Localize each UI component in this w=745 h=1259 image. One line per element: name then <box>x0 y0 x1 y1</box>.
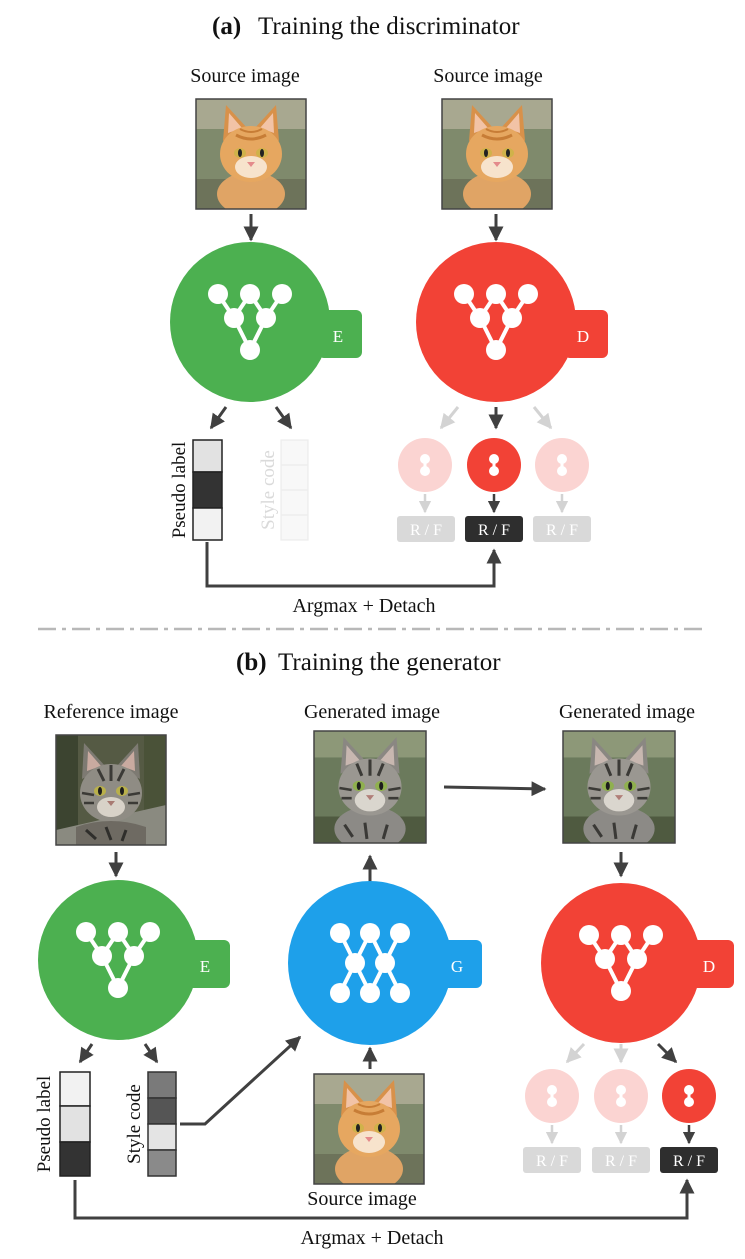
generated-image-2 <box>562 730 676 844</box>
arrow-a-to-style-code <box>274 406 293 430</box>
rf-box-b-left: R / F <box>523 1147 581 1173</box>
generator-badge: G <box>451 957 463 976</box>
arrow-a-to-pseudo-label <box>209 406 228 430</box>
encoder-b-badge: E <box>200 957 210 976</box>
reference-image <box>55 734 167 846</box>
panel-a: (a) Training the discriminator Source im… <box>169 13 608 617</box>
discriminator-b-tab <box>690 940 734 988</box>
style-code-vector-b <box>147 1071 177 1177</box>
arrow-b-gen-to-gen <box>443 781 547 797</box>
head-b-left-faded <box>525 1069 579 1123</box>
svg-text:R / F: R / F <box>478 522 510 539</box>
generator-b: G <box>288 881 482 1045</box>
panel-b-letter: (b) <box>236 649 267 676</box>
arrow-b-to-pseudo-label <box>78 1043 94 1064</box>
arrow-a-head-right <box>532 406 553 430</box>
rf-box-b-center: R / F <box>592 1147 650 1173</box>
svg-text:R / F: R / F <box>536 1153 568 1170</box>
svg-text:R / F: R / F <box>673 1153 705 1170</box>
pseudo-label-vector-a <box>192 439 223 541</box>
arrow-b-style-to-generator <box>180 1035 302 1126</box>
arrow-b-argmax-detach <box>73 1178 695 1220</box>
reference-image-label: Reference image <box>44 701 179 723</box>
style-code-text-a: Style code <box>258 450 279 530</box>
rf-box-a-left: R / F <box>397 516 455 542</box>
rf-box-a-right: R / F <box>533 516 591 542</box>
arrow-b-to-style-code <box>143 1043 159 1064</box>
pseudo-label-vector-b <box>59 1071 91 1177</box>
arrow-b-head-right <box>656 1042 678 1064</box>
svg-text:R / F: R / F <box>605 1153 637 1170</box>
encoder-b: E <box>38 880 230 1040</box>
generated-image-label-2: Generated image <box>559 701 695 723</box>
panel-a-title: Training the discriminator <box>258 13 520 40</box>
generated-image-label-1: Generated image <box>304 701 440 723</box>
rf-box-a-center: R / F <box>465 516 523 542</box>
argmax-detach-label-a: Argmax + Detach <box>292 595 435 617</box>
style-code-vector-a-faded <box>280 439 309 541</box>
source-image-a2 <box>441 98 553 210</box>
pseudo-label-text-b: Pseudo label <box>34 1076 55 1173</box>
encoder-input-label: Source image <box>190 65 300 87</box>
pseudo-label-text-a: Pseudo label <box>169 442 190 539</box>
arrow-a-head-left <box>439 406 460 430</box>
svg-text:R / F: R / F <box>410 522 442 539</box>
discriminator-a-badge: D <box>577 327 589 346</box>
head-a-center-active <box>467 438 521 492</box>
svg-text:R / F: R / F <box>546 522 578 539</box>
panel-b: (b) Training the generator Reference ima… <box>34 649 734 1249</box>
rf-box-b-right: R / F <box>660 1147 718 1173</box>
discriminator-a: D <box>416 242 608 402</box>
arrow-a-argmax-detach <box>205 542 502 588</box>
discriminator-input-label: Source image <box>433 65 543 87</box>
encoder-a-badge: E <box>333 327 343 346</box>
head-a-left-faded <box>398 438 452 492</box>
head-b-right-active <box>662 1069 716 1123</box>
discriminator-b-badge: D <box>703 957 715 976</box>
source-image-a1 <box>195 98 307 210</box>
generated-image-1 <box>313 730 427 844</box>
panel-b-title: Training the generator <box>278 649 501 676</box>
head-a-right-faded <box>535 438 589 492</box>
panel-a-letter: (a) <box>212 13 241 40</box>
source-image-b <box>313 1073 425 1185</box>
style-code-text-b: Style code <box>124 1084 145 1164</box>
arrow-b-head-left <box>565 1042 586 1064</box>
source-image-label-b: Source image <box>307 1188 417 1210</box>
argmax-detach-label-b: Argmax + Detach <box>300 1227 443 1249</box>
encoder-a: E <box>170 242 362 402</box>
head-b-center-faded <box>594 1069 648 1123</box>
discriminator-b: D <box>541 883 734 1043</box>
